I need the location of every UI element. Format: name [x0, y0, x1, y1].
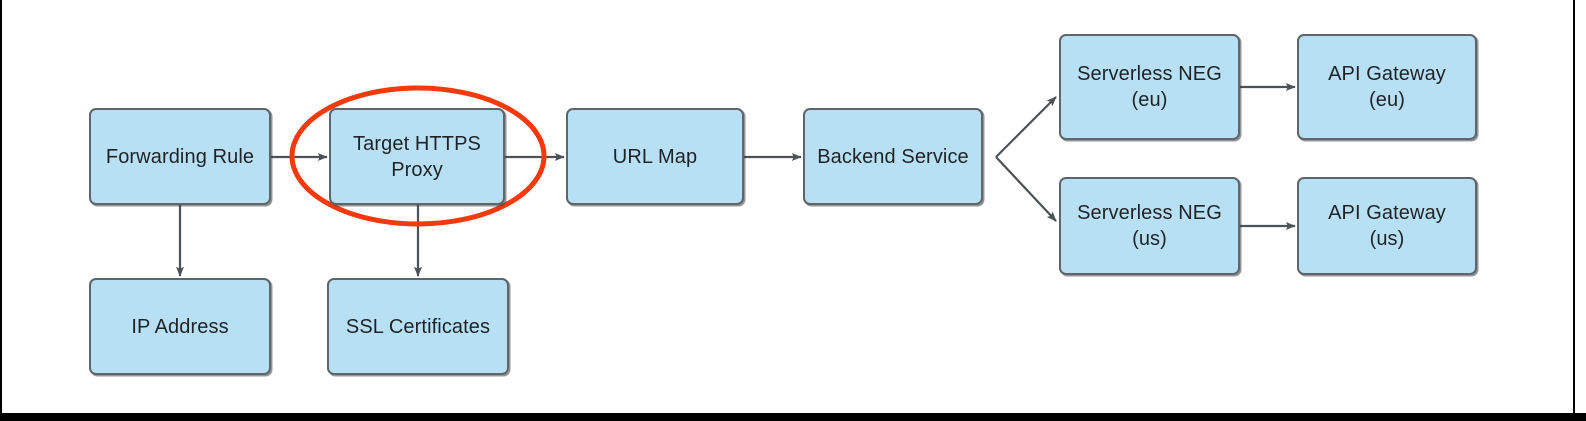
frame-border-bottom	[0, 413, 1586, 421]
node-label: Serverless NEG (us)	[1077, 202, 1222, 250]
node-label: Target HTTPS Proxy	[353, 132, 481, 181]
node-serverless-neg-eu[interactable]: Serverless NEG (eu)	[1059, 34, 1240, 140]
node-target-https-proxy[interactable]: Target HTTPS Proxy	[329, 108, 505, 205]
node-label: Backend Service	[817, 145, 969, 168]
frame-border-left	[0, 0, 2, 421]
node-serverless-neg-us[interactable]: Serverless NEG (us)	[1059, 177, 1240, 275]
node-label: Serverless NEG (eu)	[1077, 63, 1222, 111]
edge-backend-service-to-serverless-neg-eu	[995, 96, 1057, 158]
node-label: IP Address	[131, 315, 229, 338]
node-label: API Gateway (us)	[1328, 202, 1446, 250]
node-api-gateway-us[interactable]: API Gateway (us)	[1297, 177, 1477, 275]
node-forwarding-rule[interactable]: Forwarding Rule	[89, 108, 271, 205]
edge-backend-service-to-serverless-neg-us	[995, 156, 1057, 222]
node-ip-address[interactable]: IP Address	[89, 278, 271, 375]
node-backend-service[interactable]: Backend Service	[803, 108, 983, 205]
node-url-map[interactable]: URL Map	[566, 108, 744, 205]
node-label: SSL Certificates	[345, 315, 491, 338]
node-label: Forwarding Rule	[105, 145, 255, 168]
highlight-ellipse	[289, 85, 547, 227]
node-label: URL Map	[612, 145, 698, 168]
node-api-gateway-eu[interactable]: API Gateway (eu)	[1297, 34, 1477, 140]
node-label: API Gateway (eu)	[1328, 63, 1446, 111]
frame-border-right	[1573, 0, 1575, 421]
node-ssl-certificates[interactable]: SSL Certificates	[327, 278, 509, 375]
